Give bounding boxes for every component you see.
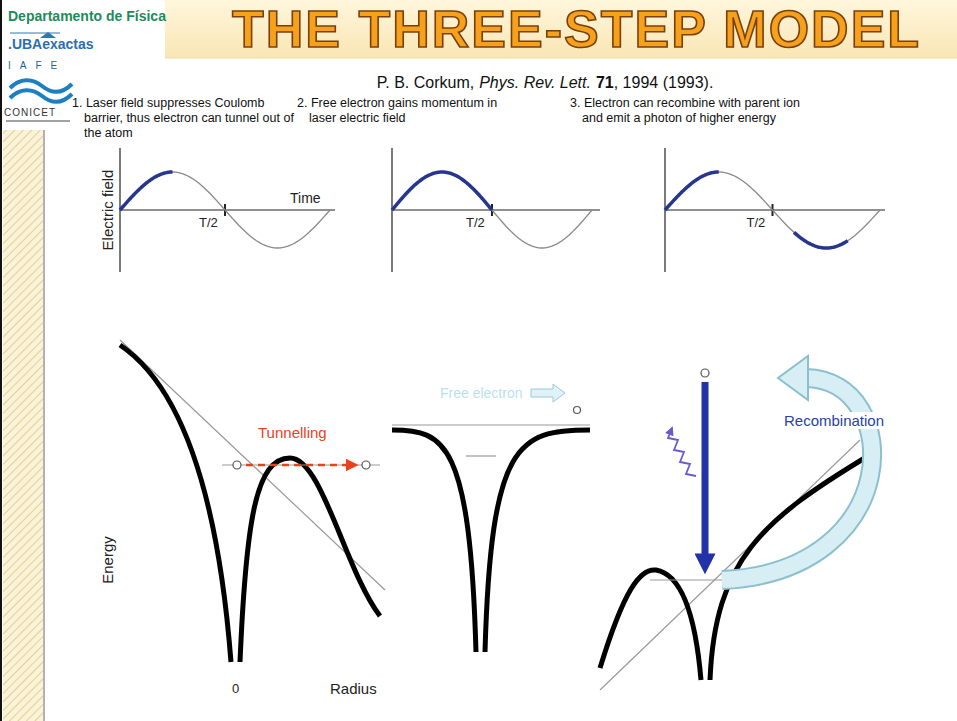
title-band <box>165 0 957 58</box>
institution-logo: CONICET <box>4 107 56 119</box>
citation-text: Phys. Rev. Lett. <box>479 74 591 92</box>
return-arrowhead <box>778 356 808 400</box>
field-curve <box>120 172 330 248</box>
potential-curve <box>120 345 231 662</box>
field-curve-highlight <box>120 172 173 210</box>
citation-text: 71 <box>596 74 614 92</box>
step-caption: 1. Laser field suppresses Coulomb barrie… <box>72 96 306 141</box>
tick-label: T/2 <box>747 216 766 231</box>
institution-logo: .UBAexactas <box>8 36 94 52</box>
logo-rule <box>10 33 60 34</box>
field-curve-highlight <box>392 172 492 210</box>
electron <box>233 461 241 469</box>
slide-title: THE THREE-STEP MODEL <box>232 1 921 58</box>
electron <box>362 461 370 469</box>
institution-logo: IAFE <box>8 60 66 72</box>
time-axis <box>665 209 885 210</box>
field-curve <box>392 172 592 248</box>
energy-level <box>466 455 496 456</box>
institution-logo: Departamento de Física <box>8 8 166 24</box>
photon-wave <box>668 428 696 476</box>
citation-text: , 1994 (1993). <box>614 74 714 92</box>
time-axis <box>120 209 335 210</box>
axis-label: Electric field <box>99 170 116 251</box>
axis-label: Radius <box>330 680 377 697</box>
step-caption: 2. Free electron gains momentum in laser… <box>297 96 509 126</box>
step-caption: 3. Electron can recombine with parent io… <box>570 96 810 126</box>
electron <box>574 407 581 414</box>
motion-arrow <box>531 384 565 402</box>
potential-curve <box>240 458 380 662</box>
return-arrow <box>722 378 872 580</box>
process-label: Tunnelling <box>258 424 327 441</box>
recombination-arrow <box>702 382 709 566</box>
field-potential-line <box>600 440 860 690</box>
reference-line: P. B. Corkum,Phys. Rev. Lett. 71, 1994 (1… <box>377 74 714 92</box>
electron <box>701 369 709 377</box>
potential-curve <box>600 570 701 680</box>
field-potential-line <box>392 424 590 425</box>
tunnelling-arrow <box>246 464 356 467</box>
field-curve-highlight <box>665 172 719 210</box>
citation-text: P. B. Corkum, <box>377 74 475 92</box>
axis-label: Time <box>290 190 321 206</box>
energy-level <box>222 464 380 465</box>
slide-border <box>0 0 2 721</box>
strip-edge <box>44 130 45 721</box>
field-curve-highlight <box>794 232 848 248</box>
field-plots <box>120 148 885 272</box>
tick-label: T/2 <box>466 216 485 231</box>
logo-wave <box>10 90 72 102</box>
hatched-strip <box>3 130 43 721</box>
potential-curve <box>485 430 590 652</box>
process-label: Free electron <box>440 385 522 401</box>
axis-tick-label: 0 <box>232 682 239 697</box>
return-arrow <box>722 378 872 580</box>
tick-label: T/2 <box>199 216 218 231</box>
time-axis <box>392 209 600 210</box>
process-label: Recombination <box>782 412 886 429</box>
logo-rule <box>6 121 70 122</box>
axis-label: Energy <box>99 536 116 584</box>
potential-curve <box>392 430 476 652</box>
field-curve <box>665 172 880 248</box>
